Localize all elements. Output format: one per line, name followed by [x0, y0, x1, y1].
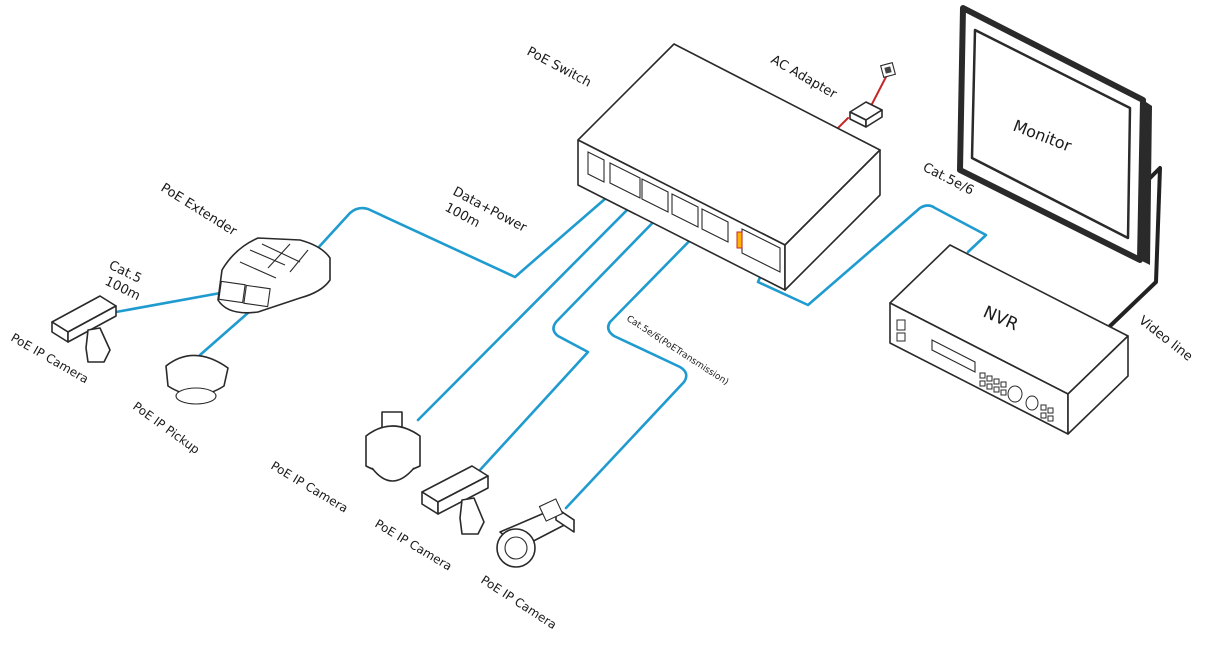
label-camera-left: PoE IP Camera [9, 330, 92, 386]
label-ac-adapter: AC Adapter [768, 52, 840, 102]
poe-switch-icon [577, 43, 881, 291]
bullet-camera-icon [496, 498, 575, 568]
label-pickup: PoE IP Pickup [130, 399, 202, 457]
label-video-line: Video line [1136, 313, 1196, 364]
box-camera-icon [51, 295, 117, 363]
pickup-icon [165, 354, 229, 405]
switch-ports [587, 151, 781, 273]
label-camera-box: PoE IP Camera [372, 517, 454, 574]
nvr-icon [889, 244, 1129, 435]
cable-switch-to-bullet-camera [564, 223, 707, 510]
label-poe-switch: PoE Switch [524, 44, 593, 90]
cable-extender-to-camera [114, 290, 228, 314]
cable-switch-to-nvr [756, 204, 988, 307]
cable-switch-to-dome-camera [416, 194, 643, 422]
cable-extender-to-pickup [198, 310, 251, 357]
cable-switch-to-extender [316, 190, 615, 279]
video-line-cable [1106, 166, 1162, 330]
cables [114, 72, 1162, 510]
ac-adapter-icon [849, 61, 897, 128]
label-camera-bullet: PoE IP Camera [478, 573, 559, 632]
cable-switch-to-box-camera [478, 206, 669, 472]
label-poe-extender: PoE Extender [158, 181, 240, 240]
box-camera-icon [421, 465, 489, 535]
dome-camera-icon [365, 411, 421, 482]
poe-extender-icon [217, 237, 331, 314]
label-camera-dome: PoE IP Camera [268, 459, 350, 516]
label-cat5e6-poe: Cat.5e/6(PoETransmission) [624, 314, 730, 388]
monitor-icon [957, 5, 1152, 265]
